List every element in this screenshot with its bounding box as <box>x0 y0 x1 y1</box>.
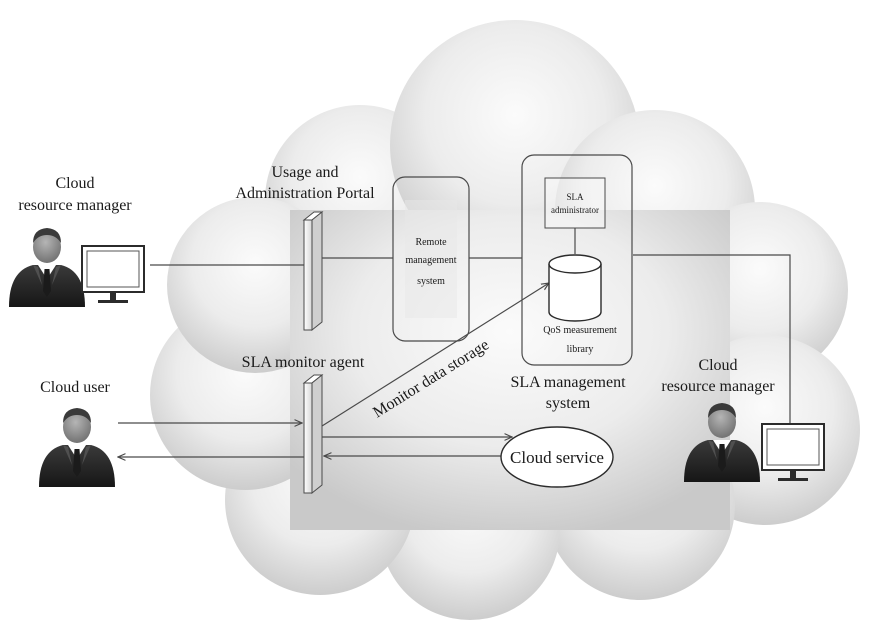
remote-management-label-2: management <box>405 255 456 266</box>
left-manager-monitor-icon <box>81 245 145 304</box>
portal-label-1: Usage and <box>271 164 338 181</box>
sla-monitor-agent-icon <box>302 373 324 495</box>
remote-management-system-box <box>392 176 470 342</box>
remote-management-label-1: Remote <box>415 237 447 248</box>
left-manager-label-1: Cloud <box>55 175 94 192</box>
portal-label-2: Administration Portal <box>235 185 375 202</box>
cloud-shape <box>150 20 860 620</box>
remote-management-panel <box>405 200 457 318</box>
sla-management-label-1: SLA management <box>510 374 626 391</box>
monitor-data-storage-arrow <box>321 283 549 427</box>
cloud-service-ellipse <box>500 426 614 488</box>
connection-lines <box>118 228 791 457</box>
sla-administrator-label-1: SLA <box>566 192 584 202</box>
sla-to-right-manager-line <box>633 254 791 425</box>
sla-management-system-box <box>521 154 633 366</box>
left-manager-label-2: resource manager <box>18 197 132 214</box>
database-cylinder-icon <box>548 254 602 322</box>
right-manager-label-1: Cloud <box>698 357 737 374</box>
left-manager-person-icon <box>9 228 85 307</box>
cloud-service-label: Cloud service <box>510 448 604 467</box>
remote-management-label-3: system <box>417 276 445 287</box>
cloud-user-person-icon <box>39 408 115 487</box>
sla-administrator-label-2: administrator <box>551 205 599 215</box>
sla-monitor-agent-label: SLA monitor agent <box>242 354 365 371</box>
qos-library-label-2: library <box>567 344 594 355</box>
portal-gateway-icon <box>302 210 324 332</box>
cloud-user-label: Cloud user <box>40 379 110 396</box>
right-manager-label-2: resource manager <box>661 378 775 395</box>
sla-administrator-box <box>544 177 606 229</box>
sla-management-label-2: system <box>546 395 591 412</box>
qos-library-label-1: QoS measurement <box>543 325 617 336</box>
